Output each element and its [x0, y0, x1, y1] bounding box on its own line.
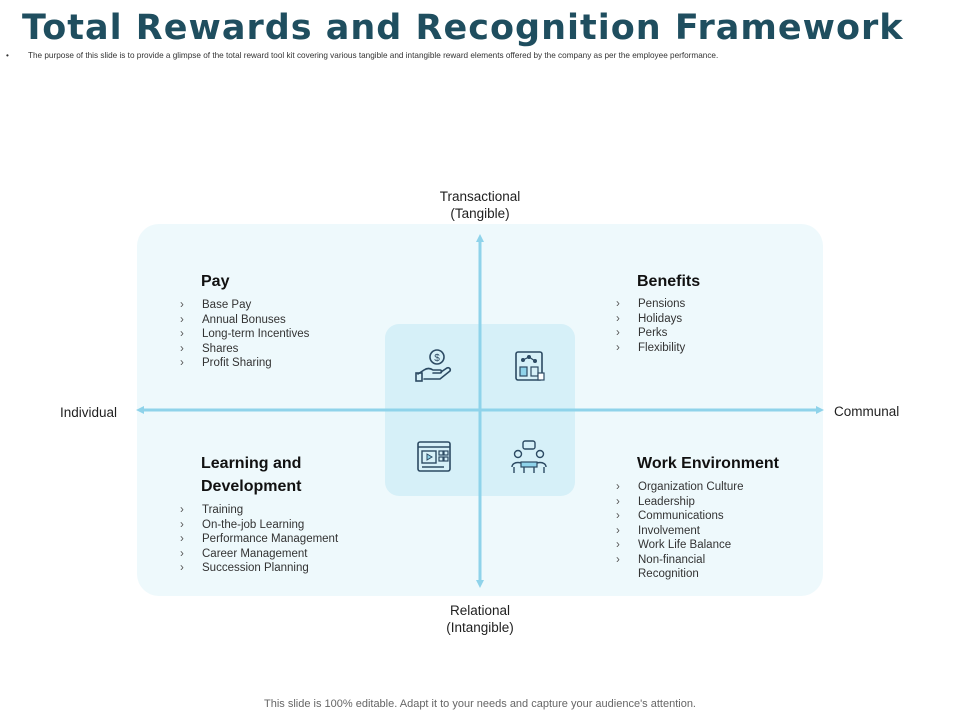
list-item: Shares: [180, 342, 309, 357]
pay-title: Pay: [201, 273, 230, 290]
axis-label-right: Communal: [834, 404, 900, 419]
page-subtitle: • The purpose of this slide is to provide…: [6, 51, 946, 60]
axis-label-bottom: Relational (Intangible): [446, 603, 514, 635]
subtitle-text: The purpose of this slide is to provide …: [28, 51, 719, 60]
list-item: Non-financial Recognition: [616, 553, 743, 582]
benefits-list: Pensions Holidays Perks Flexibility: [616, 297, 685, 355]
list-item: Annual Bonuses: [180, 313, 309, 328]
video-learning-icon: [417, 441, 451, 472]
team-meeting-icon: [511, 440, 547, 473]
list-item: Training: [180, 503, 338, 518]
list-item: Leadership: [616, 495, 743, 510]
list-item: Long-term Incentives: [180, 327, 309, 342]
list-item: Work Life Balance: [616, 538, 743, 553]
list-item: Flexibility: [616, 341, 685, 356]
list-item: Involvement: [616, 524, 743, 539]
footer-note: This slide is 100% editable. Adapt it to…: [264, 698, 696, 710]
work-environment-title: Work Environment: [637, 455, 779, 472]
svg-text:$: $: [434, 353, 440, 364]
money-hand-icon: $: [415, 349, 452, 382]
pay-list: Base Pay Annual Bonuses Long-term Incent…: [180, 298, 309, 371]
axis-label-left: Individual: [60, 405, 118, 420]
list-item: Pensions: [616, 297, 685, 312]
list-item: Perks: [616, 326, 685, 341]
list-item: Performance Management: [180, 532, 338, 547]
page-title: Total Rewards and Recognition Framework: [22, 8, 904, 48]
list-item: Base Pay: [180, 298, 309, 313]
list-item: Profit Sharing: [180, 356, 309, 371]
list-item: On-the-job Learning: [180, 518, 338, 533]
work-environment-list: Organization Culture Leadership Communic…: [616, 480, 743, 582]
list-item: Holidays: [616, 312, 685, 327]
learning-list: Training On-the-job Learning Performance…: [180, 503, 338, 576]
list-item: Communications: [616, 509, 743, 524]
list-item: Career Management: [180, 547, 338, 562]
subtitle-bullet: •: [6, 51, 9, 60]
learning-title: Learning and Development: [201, 455, 302, 495]
benefits-board-icon: [515, 351, 545, 381]
list-item: Organization Culture: [616, 480, 743, 495]
axis-label-top: Transactional (Tangible): [439, 189, 521, 221]
list-item: Succession Planning: [180, 561, 338, 576]
benefits-title: Benefits: [637, 273, 701, 290]
